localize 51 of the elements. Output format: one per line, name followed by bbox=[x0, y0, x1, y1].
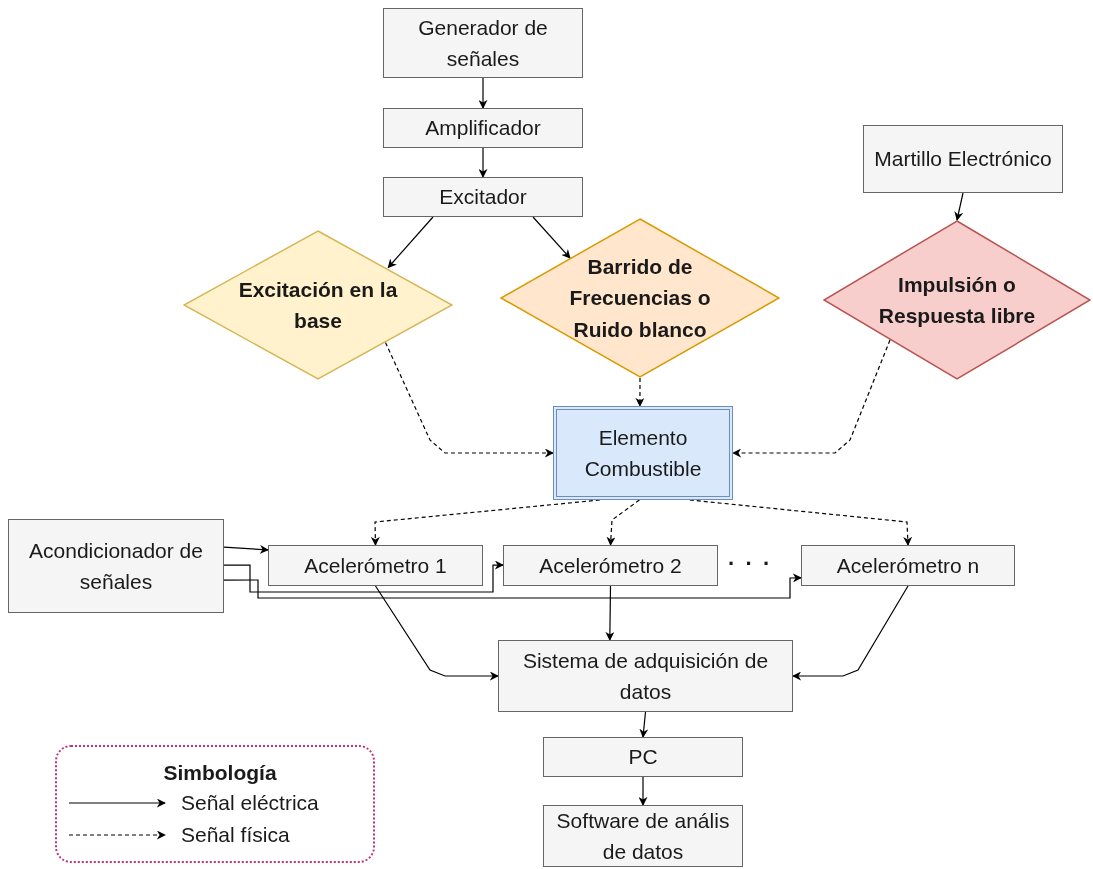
node-label: Martillo Electrónico bbox=[873, 146, 1053, 173]
double-border-box bbox=[553, 406, 733, 500]
process-box bbox=[863, 125, 1063, 193]
arrow bbox=[223, 560, 504, 593]
process-box bbox=[498, 640, 793, 712]
process-box bbox=[383, 177, 583, 217]
decision-diamond bbox=[183, 230, 453, 380]
legend-title: Simbología bbox=[162, 761, 278, 785]
node-label: PC bbox=[627, 744, 659, 771]
ellipsis-label: · · · bbox=[728, 551, 773, 577]
node-label: Amplificador bbox=[424, 115, 542, 142]
process-box bbox=[503, 545, 718, 586]
process-box bbox=[383, 8, 583, 78]
node-label: Sistema de adquisición de datos bbox=[521, 647, 770, 705]
arrow bbox=[606, 499, 640, 546]
node-label: Acelerómetro n bbox=[835, 552, 981, 579]
node-label: Acelerómetro 1 bbox=[303, 552, 448, 579]
process-box bbox=[8, 519, 224, 613]
arrow bbox=[732, 339, 891, 458]
node-label: Impulsión o Respuesta libre bbox=[877, 271, 1037, 329]
process-box bbox=[543, 805, 743, 867]
node-label: Excitador bbox=[438, 184, 528, 211]
process-box bbox=[543, 737, 743, 777]
node-label: Generador de señales bbox=[417, 14, 549, 72]
arrow bbox=[374, 585, 499, 681]
legend-label: Señal eléctrica bbox=[181, 791, 319, 815]
arrow bbox=[478, 147, 488, 178]
node-label: Acondicionador de señales bbox=[28, 537, 204, 595]
decision-diamond bbox=[823, 220, 1091, 380]
arrow bbox=[478, 77, 488, 109]
arrow bbox=[223, 544, 269, 554]
node-label: Excitación en la base bbox=[237, 276, 399, 334]
arrow bbox=[792, 585, 909, 681]
arrow bbox=[605, 585, 615, 641]
process-box bbox=[383, 108, 583, 148]
arrow bbox=[954, 192, 964, 221]
arrow bbox=[223, 573, 802, 599]
arrow bbox=[635, 377, 645, 407]
node-label: Elemento Combustible bbox=[583, 424, 703, 482]
legend-label: Señal física bbox=[181, 823, 290, 847]
arrow bbox=[532, 216, 571, 259]
process-box bbox=[801, 545, 1015, 586]
node-label: Acelerómetro 2 bbox=[538, 552, 683, 579]
node-label: Barrido de Frecuencias o Ruido blanco bbox=[568, 253, 712, 343]
process-box bbox=[268, 545, 483, 586]
node-label: Software de anális de datos bbox=[555, 807, 731, 865]
arrow bbox=[384, 341, 554, 458]
arrow bbox=[638, 776, 648, 806]
decision-diamond bbox=[500, 218, 780, 378]
arrow bbox=[639, 711, 649, 738]
arrow bbox=[387, 216, 434, 269]
